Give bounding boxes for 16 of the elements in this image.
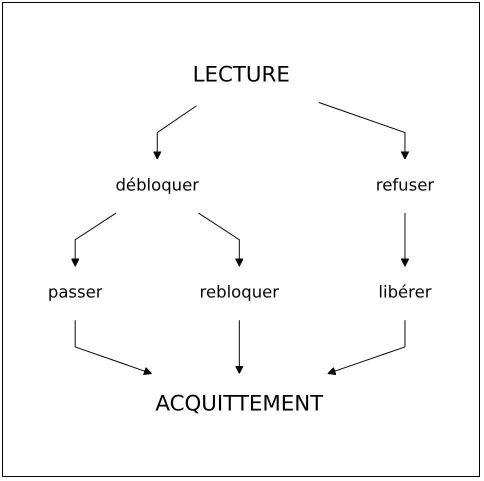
node-text: rebloquer [200, 282, 280, 302]
node-text: libérer [378, 282, 432, 302]
arrow [327, 320, 406, 375]
arrow [318, 102, 410, 160]
diagram-frame: LECTURE débloquer refuser passer rebloquer libérer ACQUITTEMENT [2, 2, 480, 477]
node-text: passer [48, 282, 103, 302]
node-text: LECTURE [192, 62, 290, 88]
arrow [235, 320, 244, 374]
arrow [70, 212, 117, 267]
node-text: ACQUITTEMENT [155, 392, 324, 416]
arrow [400, 212, 410, 267]
arrow [198, 212, 244, 267]
arrow [74, 320, 152, 375]
node-text: refuser [376, 175, 434, 195]
arrow [153, 105, 197, 160]
node-text: débloquer [115, 175, 200, 195]
